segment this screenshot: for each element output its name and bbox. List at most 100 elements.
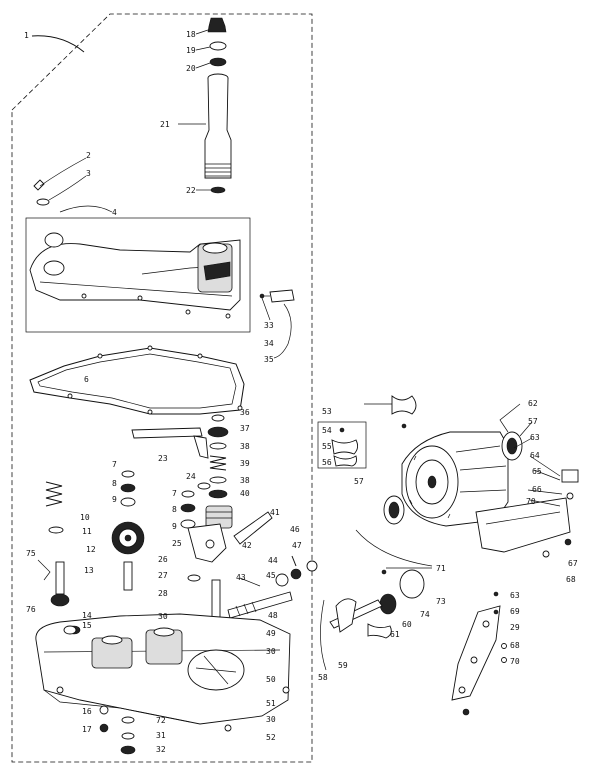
screw-17: [99, 723, 109, 733]
callout-15: 15: [82, 621, 92, 630]
washer-67: [564, 538, 572, 546]
seal-20: [209, 57, 227, 67]
washer-9b: [180, 519, 196, 529]
gear-37: [207, 426, 229, 438]
nut-32: [120, 745, 136, 755]
callout-69: 69: [510, 607, 520, 616]
callout-36: 36: [240, 408, 250, 417]
callout-41: 41: [270, 508, 280, 517]
callout-27: 27: [158, 571, 168, 580]
pulley-57: [383, 495, 405, 525]
callout-65: 65: [532, 467, 542, 476]
callout-3: 3: [86, 169, 91, 178]
callout-39: 39: [240, 459, 250, 468]
callout-42: 42: [242, 541, 252, 550]
pinion-13: [55, 561, 65, 595]
callout-55: 55: [322, 442, 332, 451]
shift-arm-23: [131, 427, 209, 459]
callout-34: 34: [264, 339, 274, 348]
callout-32: 32: [156, 745, 166, 754]
screw-bottom: [462, 708, 470, 716]
clamp-55: [331, 439, 359, 455]
assembly-1-leader: [31, 35, 85, 53]
callout-24: 24: [186, 472, 196, 481]
callout-58: 58: [318, 673, 328, 682]
callout-73: 73: [436, 597, 446, 606]
callout-53: 53: [322, 407, 332, 416]
pulley-74: [379, 593, 397, 615]
callout-31: 31: [156, 731, 166, 740]
pin-33: [259, 293, 265, 299]
callout-17: 17: [82, 725, 92, 734]
clamp-56: [333, 455, 357, 467]
washer-27: [187, 574, 201, 582]
washer-9a: [120, 497, 136, 507]
screw-52: [224, 724, 232, 732]
callout-70b: 70: [510, 657, 520, 666]
ring-22: [210, 186, 226, 194]
callout-7b: 7: [172, 489, 177, 498]
spring-clip-75: [37, 559, 51, 581]
callout-50: 50: [266, 675, 276, 684]
callout-70a: 70: [526, 497, 536, 506]
callout-8b: 8: [172, 505, 177, 514]
washer-15: [63, 625, 77, 635]
screw-71: [381, 569, 387, 575]
callout-76: 76: [26, 605, 36, 614]
callout-6: 6: [84, 375, 89, 384]
lever-42: [233, 511, 273, 545]
callout-12: 12: [86, 545, 96, 554]
washer-72: [121, 716, 135, 724]
clip-61: [367, 623, 392, 639]
screw-69: [493, 609, 499, 615]
callout-37: 37: [240, 424, 250, 433]
washer-40: [208, 489, 228, 499]
screw-63b: [493, 591, 499, 597]
callout-38a: 38: [240, 442, 250, 451]
callout-26: 26: [158, 555, 168, 564]
washer-31: [121, 732, 135, 740]
screw-54: [339, 427, 345, 433]
callout-33: 33: [264, 321, 274, 330]
callout-30c: 30: [266, 715, 276, 724]
lower-gearcase: [35, 613, 291, 725]
leader-43: [239, 577, 261, 587]
callout-28: 28: [158, 589, 168, 598]
callout-22: 22: [186, 186, 196, 195]
washer-11: [48, 526, 64, 534]
callout-59: 59: [338, 661, 348, 670]
callout-14: 14: [82, 611, 92, 620]
washer-7a: [121, 470, 135, 478]
nut-70b: [501, 657, 507, 663]
callout-48: 48: [268, 611, 278, 620]
belt-ring-73: [399, 569, 425, 599]
callout-44: 44: [268, 556, 278, 565]
callout-68b: 68: [510, 641, 520, 650]
group-4-leader: [59, 205, 113, 213]
washer-38b: [209, 476, 227, 484]
worm-gear-76: [50, 593, 70, 607]
callout-9b: 9: [172, 522, 177, 531]
callout-20: 20: [186, 64, 196, 73]
callout-62: 62: [528, 399, 538, 408]
clamp-53: [364, 395, 417, 429]
washer-38a: [209, 442, 227, 450]
callout-2: 2: [86, 151, 91, 160]
washer-3: [36, 198, 50, 206]
washer-16: [99, 705, 109, 715]
callout-30b: 30: [266, 647, 276, 656]
gear-12: [111, 521, 145, 555]
callout-30a: 30: [158, 612, 168, 621]
callout-23: 23: [158, 454, 168, 463]
bracket-59: [335, 598, 357, 633]
clip-35: [260, 289, 295, 303]
callout-43: 43: [236, 573, 246, 582]
callout-63b: 63: [510, 591, 520, 600]
callout-75: 75: [26, 549, 36, 558]
gear-pinion-18: [207, 17, 227, 33]
callout-29: 29: [510, 623, 520, 632]
shift-yoke-25: [187, 523, 227, 563]
washer-7b: [181, 490, 195, 498]
callout-72: 72: [156, 716, 166, 725]
housing-group-box: [25, 217, 251, 333]
